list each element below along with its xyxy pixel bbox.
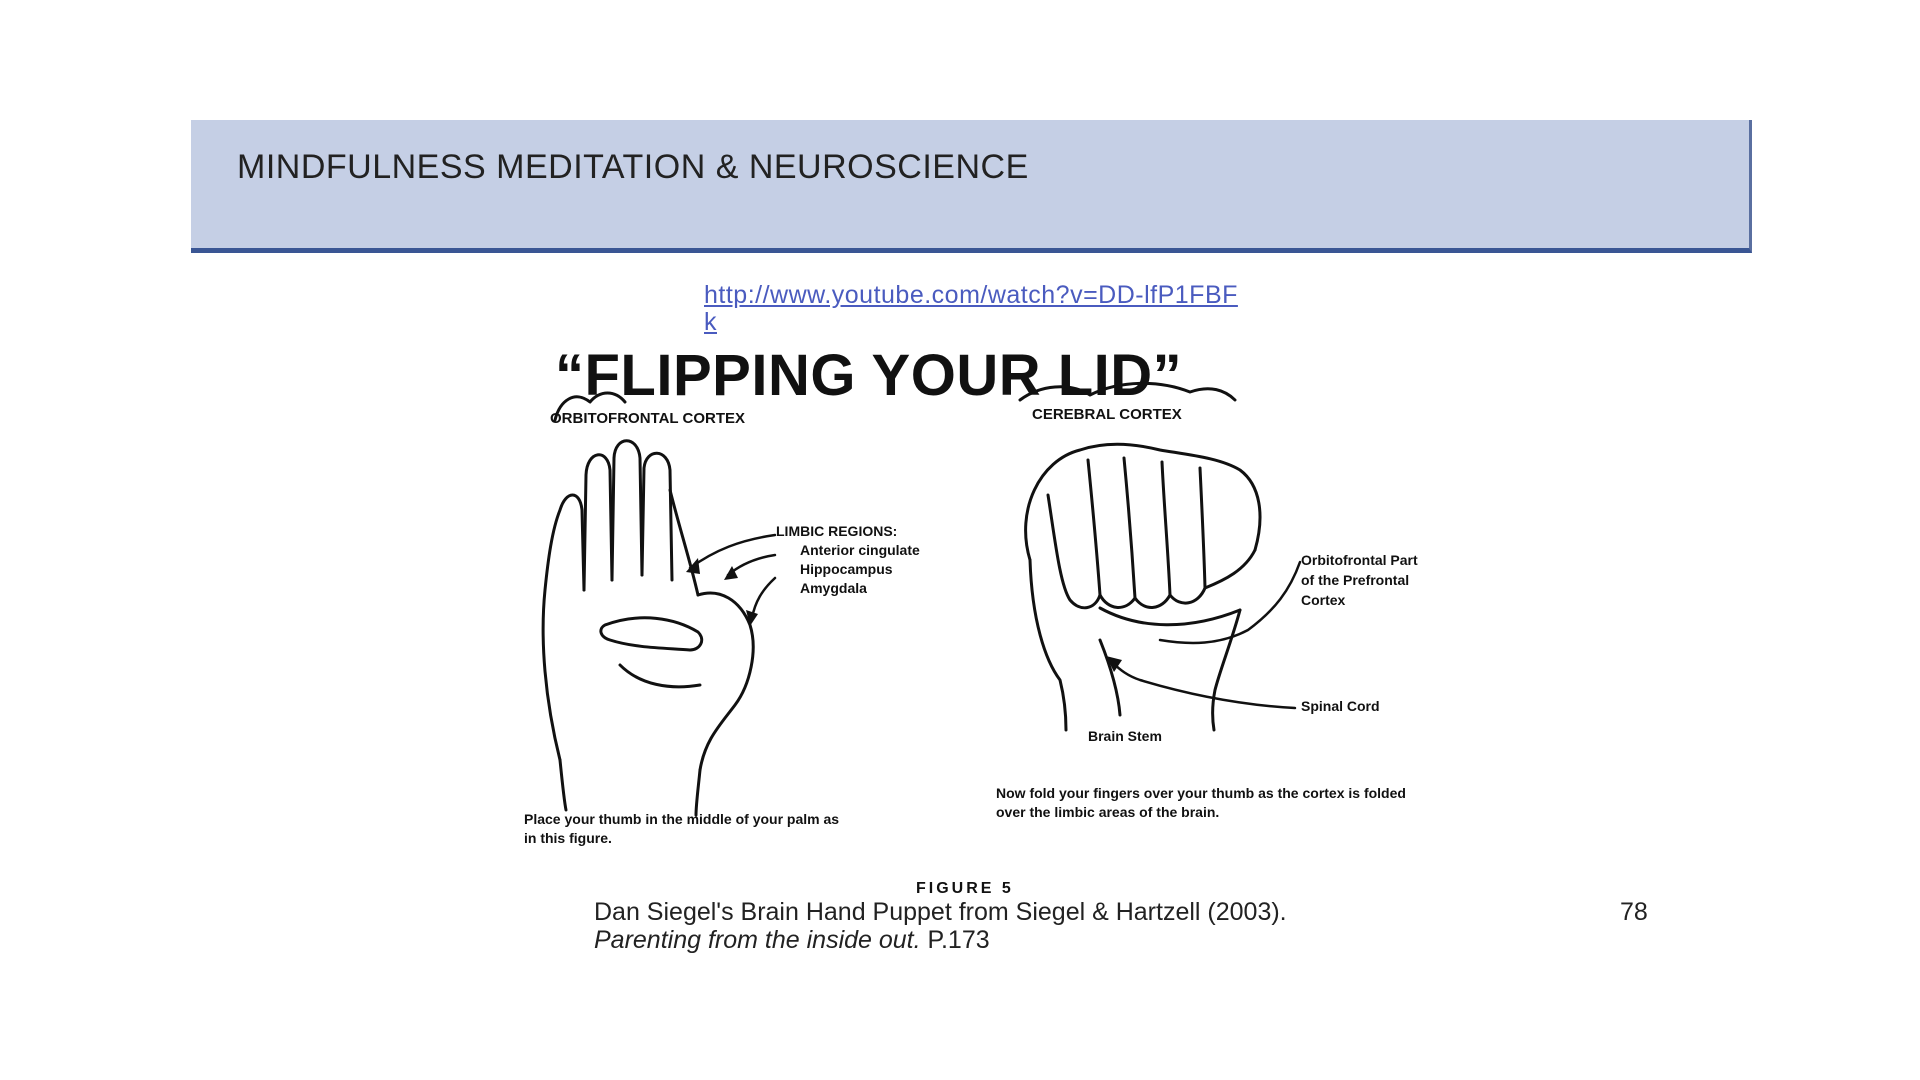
hand-model-figure: “FLIPPING YOUR LID” ORBITOFRONTAL CORTEX… [500,340,1480,900]
label-spinal-cord: Spinal Cord [1301,698,1380,714]
slide-title: MINDFULNESS MEDITATION & NEUROSCIENCE [237,148,1029,186]
caption-right: Now fold your fingers over your thumb as… [996,785,1406,820]
caption-left: Place your thumb in the middle of your p… [524,811,840,846]
header-band: MINDFULNESS MEDITATION & NEUROSCIENCE [191,120,1752,253]
label-orbitofrontal-cortex: ORBITOFRONTAL CORTEX [550,410,745,427]
limbic-item: Anterior cingulate [800,542,920,558]
youtube-link[interactable]: http://www.youtube.com/watch?v=DD-lfP1FB… [704,281,1238,336]
credit-line-2: Parenting from the inside out. P.173 [594,926,1287,954]
figure-title: “FLIPPING YOUR LID” [555,343,1183,408]
label-limbic-regions: LIMBIC REGIONS: Anterior cingulate Hippo… [776,522,920,598]
figure-number-label: FIGURE 5 [916,880,1014,897]
hand-drawings [541,381,1302,817]
label-cerebral-cortex: CEREBRAL CORTEX [1032,406,1182,423]
open-hand-drawing [541,391,755,817]
limbic-item: Amygdala [800,580,867,596]
slide-number: 78 [1620,898,1648,926]
credit-line-1: Dan Siegel's Brain Hand Puppet from Sieg… [594,898,1287,926]
label-orbitofrontal-pfc: Orbitofrontal Part of the Prefrontal Cor… [1301,552,1418,608]
book-title: Parenting from the inside out. [594,926,921,954]
page-reference: P.173 [920,926,990,954]
limbic-heading: LIMBIC REGIONS: [776,523,898,539]
limbic-item: Hippocampus [800,561,893,577]
arrow-heads [686,558,1122,672]
label-brain-stem: Brain Stem [1088,728,1162,744]
source-credit: Dan Siegel's Brain Hand Puppet from Sieg… [594,898,1287,954]
fist-drawing [1018,381,1262,732]
